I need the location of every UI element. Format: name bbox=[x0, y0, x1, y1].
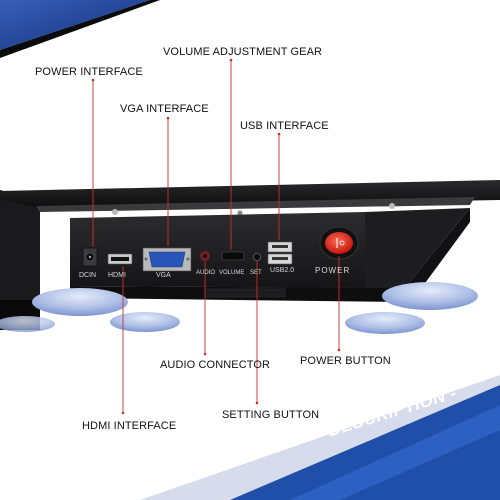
panel-text-usb: USB2.0 bbox=[270, 267, 295, 274]
label-hdmi-interface: HDMI INTERFACE bbox=[82, 420, 177, 432]
callout-lines bbox=[92, 60, 340, 413]
panel-text-dcin: DCIN bbox=[79, 272, 97, 279]
control-panel-side bbox=[365, 208, 470, 288]
panel-text-volume: VOLUME bbox=[219, 270, 245, 276]
label-volume-adjustment-gear: VOLUME ADJUSTMENT GEAR bbox=[163, 46, 323, 58]
frame-rail bbox=[36, 197, 475, 212]
control-panel-side-shade bbox=[405, 208, 470, 290]
screen-corner-bezel bbox=[0, 0, 160, 58]
panel-text-audio: AUDIO bbox=[196, 270, 216, 276]
suction-cup-3 bbox=[345, 312, 425, 334]
panel-text-hdmi: HDMI bbox=[108, 272, 126, 279]
suction-cup-4 bbox=[382, 282, 478, 310]
suction-cup-1 bbox=[32, 288, 128, 316]
screw-right bbox=[389, 203, 395, 209]
label-vga-interface: VGA INTERFACE bbox=[120, 103, 209, 115]
bottom-slot bbox=[204, 288, 286, 298]
set-button bbox=[253, 253, 261, 261]
volume-wheel bbox=[221, 251, 245, 261]
screw-mid bbox=[237, 210, 243, 216]
label-audio-connector: AUDIO CONNECTOR bbox=[160, 359, 271, 371]
label-power-interface: POWER INTERFACE bbox=[35, 66, 143, 78]
label-setting-button: SETTING BUTTON bbox=[222, 409, 320, 421]
label-power-button: POWER BUTTON bbox=[300, 355, 391, 367]
panel-text-power: POWER bbox=[315, 266, 351, 275]
suction-cup-2 bbox=[110, 312, 180, 332]
power-button bbox=[325, 232, 353, 254]
panel-text-vga: VGA bbox=[156, 272, 171, 279]
monitor-left-side bbox=[0, 190, 40, 330]
screw-left bbox=[112, 209, 118, 215]
description-banner bbox=[230, 385, 500, 500]
banner-highlight bbox=[290, 405, 500, 500]
label-usb-interface: USB INTERFACE bbox=[240, 120, 329, 132]
panel-text-set: SET bbox=[250, 270, 262, 276]
suction-cup-5 bbox=[0, 316, 55, 332]
